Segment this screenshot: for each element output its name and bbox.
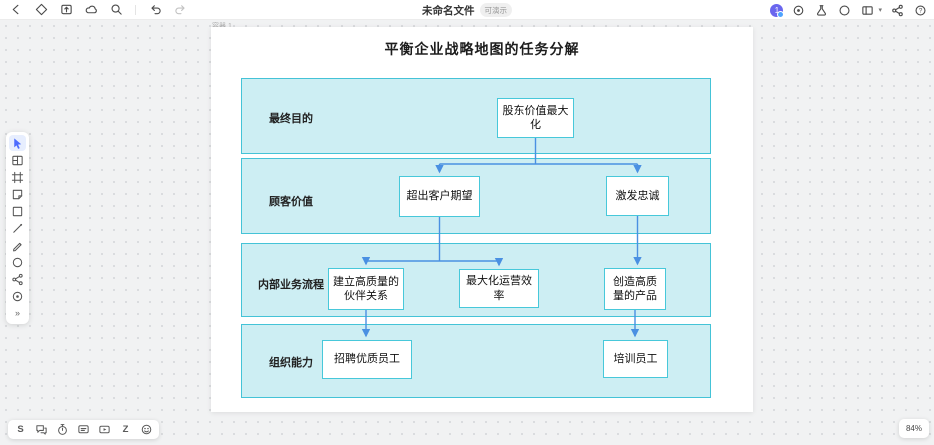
zoom-level-badge[interactable]: 84% xyxy=(899,419,929,438)
svg-text:?: ? xyxy=(918,7,922,14)
lane-label-internal-process[interactable]: 内部业务流程 xyxy=(258,279,324,291)
topbar-left-group xyxy=(0,2,188,18)
node-quality-partnership[interactable]: 建立高质量的伙伴关系 xyxy=(328,268,404,310)
shape-tool[interactable] xyxy=(9,203,26,219)
line-tool[interactable] xyxy=(9,220,26,236)
media-tool[interactable] xyxy=(97,422,112,437)
expand-toolbar-button[interactable]: » xyxy=(14,308,20,318)
undo-icon[interactable] xyxy=(147,2,163,18)
divider xyxy=(135,4,136,15)
topbar-right-group: 1 ▾ ? xyxy=(770,0,928,20)
export-icon[interactable] xyxy=(58,2,74,18)
frame-tool[interactable] xyxy=(9,169,26,185)
ellipse-tool[interactable] xyxy=(9,254,26,270)
pencil-tool[interactable] xyxy=(9,237,26,253)
node-operational-efficiency[interactable]: 最大化运营效率 xyxy=(459,269,539,308)
artboard-frame[interactable]: 平衡企业战略地图的任务分解 最终目的 顾客价值 内部业务流程 组织能力 股东价值 xyxy=(211,27,753,412)
connector-tool[interactable] xyxy=(9,271,26,287)
canvas-background[interactable]: 容器 1 平衡企业战略地图的任务分解 最终目的 顾客价值 内部业务流程 组织能力 xyxy=(0,20,934,445)
more-apps-tool[interactable] xyxy=(9,288,26,304)
node-quality-products[interactable]: 创造高质量的产品 xyxy=(604,268,666,310)
sticky-note-tool[interactable] xyxy=(9,186,26,202)
lane-label-org-capability[interactable]: 组织能力 xyxy=(269,357,313,369)
spline-tool[interactable]: S xyxy=(17,424,24,435)
redo-icon[interactable] xyxy=(172,2,188,18)
chevron-down-icon[interactable]: ▾ xyxy=(878,7,882,14)
back-icon[interactable] xyxy=(8,2,24,18)
cloud-sync-icon[interactable] xyxy=(83,2,99,18)
connector-shareholder-branch[interactable] xyxy=(439,138,638,165)
node-recruit-employees[interactable]: 招聘优质员工 xyxy=(322,340,412,379)
help-icon[interactable]: ? xyxy=(912,2,928,18)
board-view-icon[interactable] xyxy=(859,2,875,18)
presentable-badge: 可演示 xyxy=(479,3,512,17)
left-toolbar: » xyxy=(6,132,29,324)
lane-label-ultimate-goal[interactable]: 最终目的 xyxy=(269,113,313,125)
lane-ultimate-goal[interactable] xyxy=(241,78,711,154)
select-tool[interactable] xyxy=(9,135,26,151)
frame-label[interactable]: 容器 1 xyxy=(212,21,232,31)
comments-tool[interactable] xyxy=(34,422,49,437)
topbar-center-group: 未命名文件 可演示 xyxy=(0,0,934,20)
board-tool[interactable] xyxy=(9,152,26,168)
share-icon[interactable] xyxy=(889,2,905,18)
emoji-tool[interactable] xyxy=(139,422,154,437)
shapes-icon[interactable] xyxy=(33,2,49,18)
lane-label-customer-value[interactable]: 顾客价值 xyxy=(269,196,313,208)
node-inspire-loyalty[interactable]: 激发忠诚 xyxy=(606,176,669,216)
connector-exceed-branch[interactable] xyxy=(366,217,499,262)
lab-icon[interactable] xyxy=(813,2,829,18)
record-icon[interactable] xyxy=(790,2,806,18)
node-shareholder-value[interactable]: 股东价值最大化 xyxy=(497,98,574,138)
bottom-toolbar: S Z xyxy=(8,420,159,439)
zindex-tool[interactable]: Z xyxy=(122,424,129,435)
file-title[interactable]: 未命名文件 xyxy=(422,4,475,17)
notes-tool[interactable] xyxy=(76,422,91,437)
timer-tool[interactable] xyxy=(55,422,70,437)
connector-layer xyxy=(361,138,642,338)
node-exceed-expectations[interactable]: 超出客户期望 xyxy=(399,176,480,217)
search-icon[interactable] xyxy=(108,2,124,18)
avatar[interactable]: 1 xyxy=(770,3,785,18)
diagram-title[interactable]: 平衡企业战略地图的任务分解 xyxy=(384,41,580,57)
node-train-employees[interactable]: 培训员工 xyxy=(603,340,668,378)
comment-icon[interactable] xyxy=(836,2,852,18)
top-bar: 未命名文件 可演示 1 ▾ ? xyxy=(0,0,934,20)
